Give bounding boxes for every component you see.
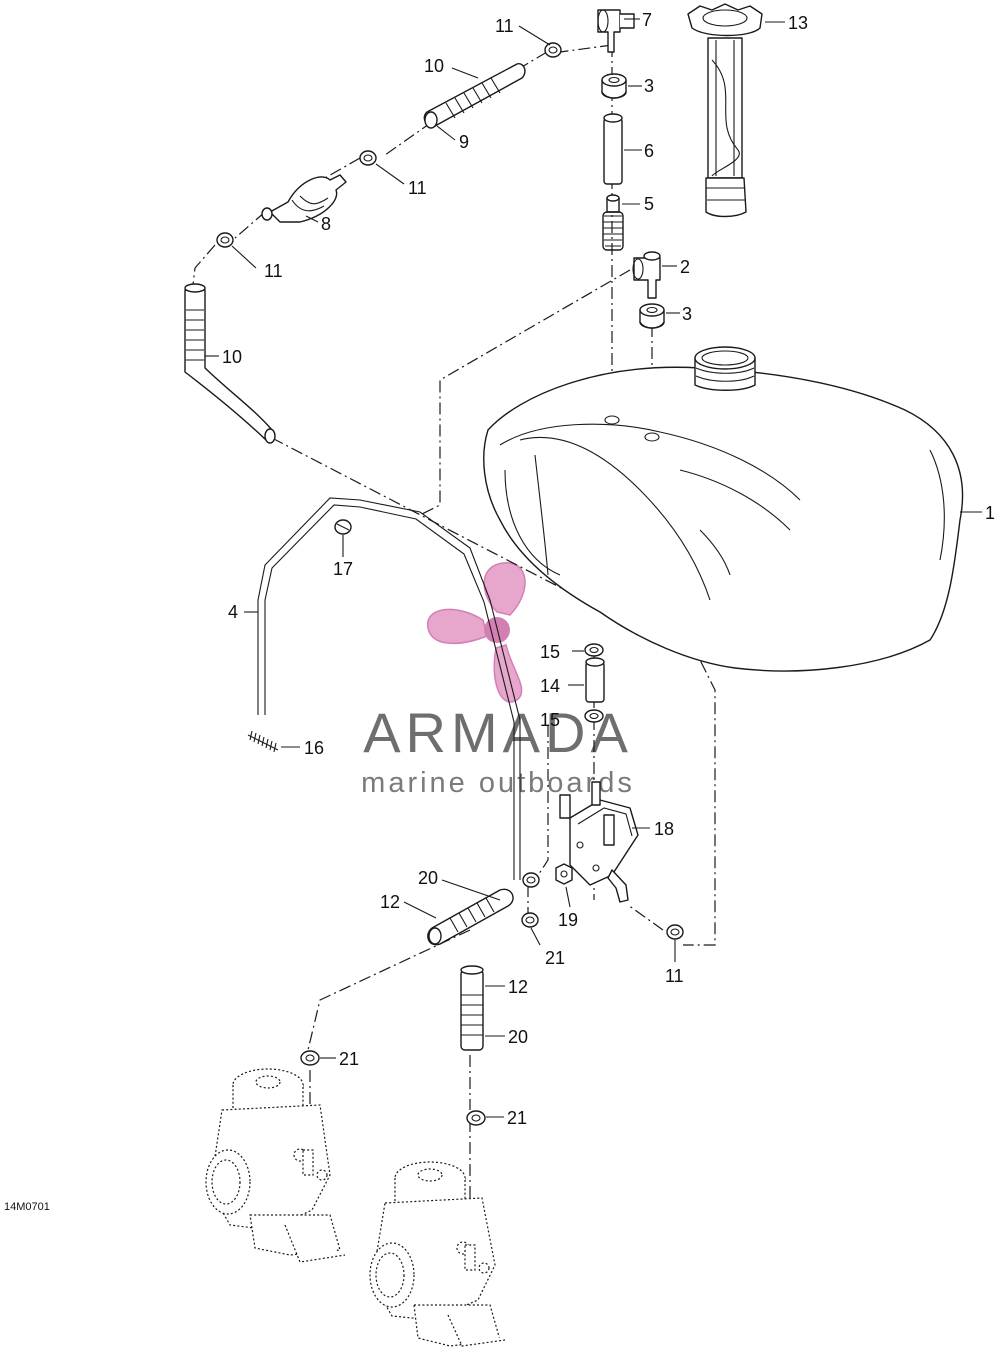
clamp-11-top xyxy=(544,42,562,58)
assembly-lines xyxy=(192,44,716,1245)
callout-21-pump: 21 xyxy=(545,948,565,968)
callout-3-upper: 3 xyxy=(644,76,654,96)
clamp-21-b xyxy=(521,912,539,928)
callout-13: 13 xyxy=(788,13,808,33)
clamp-11-left xyxy=(216,232,234,248)
grommet-3-upper xyxy=(601,73,627,99)
callout-11-mid: 11 xyxy=(408,178,427,198)
carburetor-right xyxy=(369,1161,506,1347)
callout-labels: 11 7 13 10 3 9 6 11 5 8 11 2 3 10 1 17 4… xyxy=(222,10,995,1128)
check-valve-17 xyxy=(334,519,352,535)
callout-6: 6 xyxy=(644,141,654,161)
grommet-3-lower xyxy=(639,303,665,329)
callout-15-lower: 15 xyxy=(540,710,560,730)
fuel-hose-20-vertical xyxy=(460,965,484,1051)
diagram-code: 14M0701 xyxy=(4,1201,50,1213)
carburetor-left xyxy=(205,1068,346,1263)
inline-fuel-filter-8 xyxy=(261,174,347,223)
callout-2: 2 xyxy=(680,257,690,277)
nut-19 xyxy=(555,863,573,885)
fuel-hose-20-horizontal xyxy=(427,888,514,946)
callout-15-upper: 15 xyxy=(540,642,560,662)
fuel-hose-10-upper xyxy=(423,63,526,129)
callout-11-left: 11 xyxy=(264,261,283,281)
vent-tube-4 xyxy=(257,497,521,880)
callout-3-lower: 3 xyxy=(682,304,692,324)
callout-18: 18 xyxy=(654,819,674,839)
callout-7: 7 xyxy=(642,10,652,30)
callout-21-right: 21 xyxy=(507,1108,527,1128)
leader-lines xyxy=(205,18,982,1118)
callout-9: 9 xyxy=(459,132,469,152)
callout-11-top: 11 xyxy=(495,16,514,36)
clamp-11-mid xyxy=(359,150,377,166)
clamp-21-right xyxy=(466,1110,486,1126)
callout-11-pump: 11 xyxy=(665,966,684,986)
callout-16: 16 xyxy=(304,738,324,758)
watermark-subtitle: marine outboards xyxy=(361,767,635,799)
elbow-fitting-7 xyxy=(597,9,635,53)
watermark-title: ARMADA xyxy=(363,701,633,764)
clamp-15-lower xyxy=(584,709,604,723)
fuel-tank xyxy=(483,346,964,672)
spring-16 xyxy=(247,730,279,753)
callout-17: 17 xyxy=(333,559,353,579)
fuel-strainer-5 xyxy=(602,194,624,251)
callout-14: 14 xyxy=(540,676,560,696)
clamp-21-left xyxy=(300,1050,320,1066)
callout-5: 5 xyxy=(644,194,654,214)
callout-12-vertical: 12 xyxy=(508,977,528,997)
fuel-pump-18 xyxy=(559,781,639,903)
hose-14 xyxy=(585,657,605,703)
clamp-11-pump xyxy=(666,924,684,940)
callout-10-lower: 10 xyxy=(222,347,242,367)
pickup-tube-6 xyxy=(603,113,623,185)
callout-8: 8 xyxy=(321,214,331,234)
callout-20-horizontal: 20 xyxy=(418,868,438,888)
callout-20-vertical: 20 xyxy=(508,1027,528,1047)
callout-12-horizontal: 12 xyxy=(380,892,400,912)
fuel-level-sender xyxy=(687,3,763,218)
callout-10-upper: 10 xyxy=(424,56,444,76)
armada-watermark: ARMADA marine outboards xyxy=(361,562,635,799)
clamp-21-a xyxy=(522,872,540,888)
callout-21-left: 21 xyxy=(339,1049,359,1069)
tank-filler-neck xyxy=(694,346,756,391)
clamp-15-upper xyxy=(584,643,604,657)
callout-19: 19 xyxy=(558,910,578,930)
elbow-fitting-2 xyxy=(632,251,661,299)
fuel-hose-10-lower xyxy=(184,283,276,444)
callout-4: 4 xyxy=(228,602,238,622)
callout-1: 1 xyxy=(985,503,995,523)
